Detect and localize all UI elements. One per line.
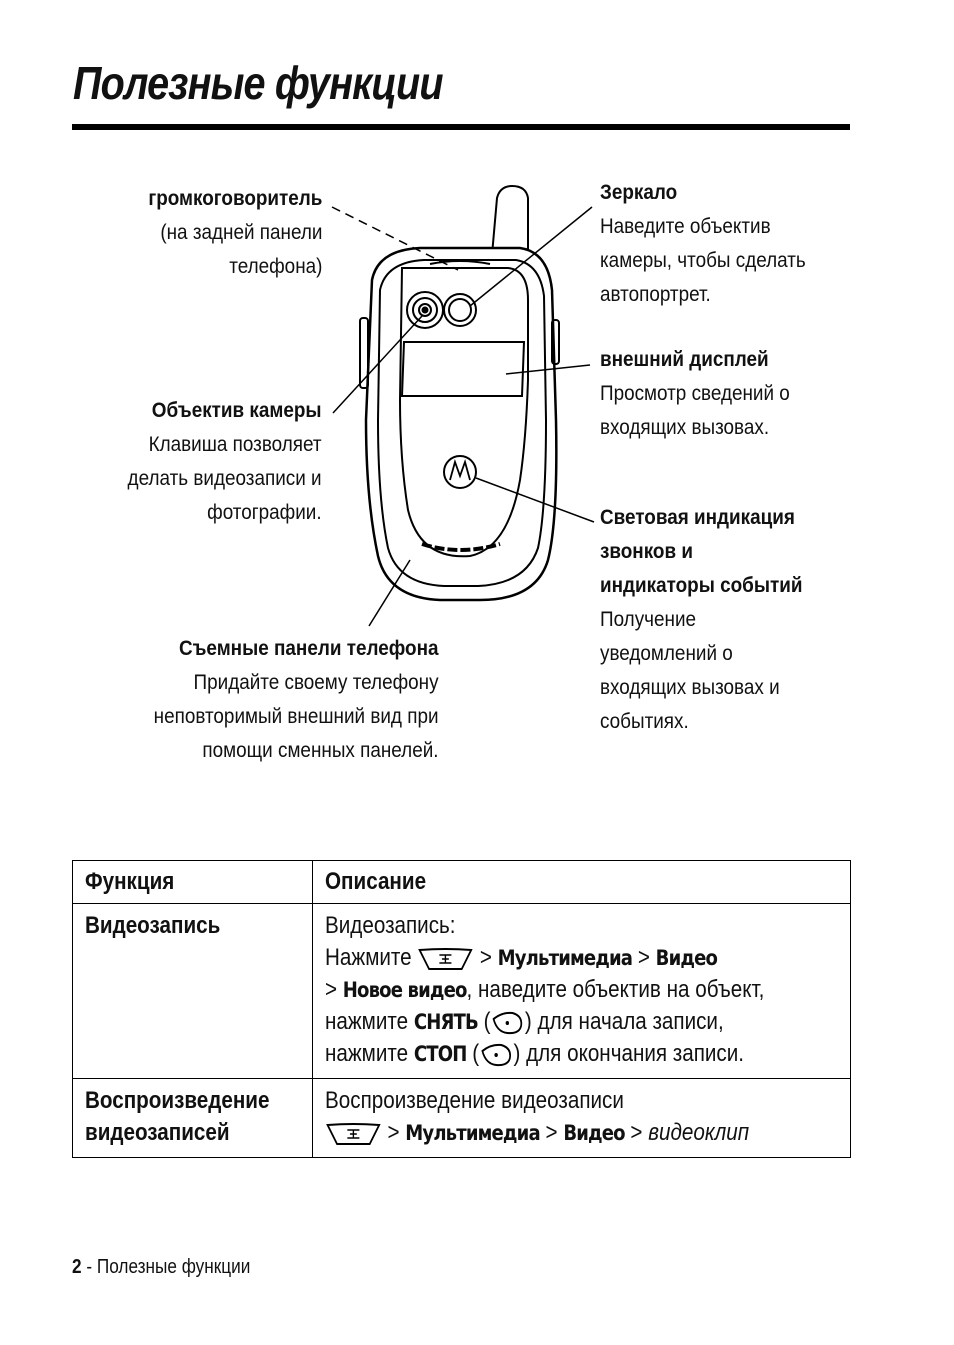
callout-heading: внешний дисплей	[600, 348, 769, 371]
mirror	[443, 293, 477, 327]
page-title: Полезные функции	[73, 57, 444, 109]
callout-line: автопортрет.	[600, 283, 711, 306]
softkey-label: СТОП	[413, 1042, 466, 1066]
callout-heading: громкоговоритель	[147, 187, 322, 210]
callout-mirror: Зеркало Наведите объектив камеры, чтобы …	[600, 176, 806, 312]
callout-heading: индикаторы событий	[600, 574, 803, 597]
callout-line: входящих вызовах и	[600, 676, 780, 699]
callout-line: неповторимый внешний вид при	[154, 705, 439, 728]
callout-line: камеры, чтобы сделать	[600, 249, 806, 272]
callout-covers: Съемные панели телефона Придайте своему …	[154, 632, 439, 768]
callout-camera: Объектив камеры Клавиша позволяет делать…	[128, 394, 322, 530]
callout-line: помощи сменных панелей.	[202, 739, 439, 762]
callout-line: уведомлений о	[600, 642, 733, 665]
callout-lights: Световая индикация звонков и индикаторы …	[600, 501, 802, 739]
callout-line: Просмотр сведений о	[600, 382, 790, 405]
page-footer: 2 - Полезные функции	[72, 1256, 251, 1278]
phone-illustration	[331, 184, 595, 627]
callout-display: внешний дисплей Просмотр сведений о вход…	[600, 343, 790, 445]
callout-line: Наведите объектив	[600, 215, 771, 238]
callout-line: (на задней панели	[159, 221, 322, 244]
menu-item: Видео	[562, 1121, 625, 1145]
menu-item: Видео	[655, 946, 717, 970]
callout-heading: Световая индикация	[600, 506, 795, 529]
front-panel	[398, 267, 529, 558]
callout-line: телефона)	[228, 255, 322, 278]
softkey-icon	[481, 1043, 511, 1066]
callout-heading: звонков и	[600, 540, 693, 563]
row-function: Видеозапись	[72, 903, 313, 1079]
table-header-row: Функция Описание	[72, 860, 851, 904]
callout-line: делать видеозаписи и	[127, 467, 322, 490]
callout-line: фотографии.	[207, 501, 322, 524]
menu-item-italic: видеоклип	[647, 1119, 749, 1146]
menu-item: Новое видео	[342, 978, 467, 1002]
menu-key-icon	[417, 947, 473, 970]
callout-heading: Съемные панели телефона	[179, 637, 440, 660]
desc-line: Видеозапись:	[324, 912, 456, 939]
menu-key-icon	[325, 1122, 381, 1145]
menu-item: Мультимедиа	[404, 1121, 540, 1145]
callout-speaker: громкоговоритель (на задней панели телеф…	[148, 182, 322, 284]
callout-heading: Зеркало	[600, 181, 678, 204]
page-number: 2	[72, 1256, 82, 1278]
motorola-logo	[443, 455, 477, 489]
row-description: Видеозапись: Нажмите > Мультимедиа > Вид…	[311, 903, 851, 1079]
row-description: Воспроизведение видеозаписи > Мультимеди…	[311, 1078, 851, 1158]
callout-line: событиях.	[600, 710, 689, 733]
header-function: Функция	[72, 860, 313, 904]
function-table: Функция Описание Видеозапись Видеозапись…	[72, 860, 851, 1158]
callout-heading: Объектив камеры	[152, 399, 322, 422]
softkey-icon	[492, 1011, 523, 1034]
row-function: Воспроизведение видеозаписей	[72, 1078, 313, 1158]
footer-section: Полезные функции	[96, 1256, 251, 1278]
menu-item: Мультимедиа	[497, 946, 632, 970]
softkey-label: СНЯТЬ	[413, 1010, 478, 1034]
title-rule	[72, 124, 850, 130]
callout-line: Получение	[600, 608, 697, 631]
callout-line: Клавиша позволяет	[148, 433, 322, 456]
header-description: Описание	[311, 860, 851, 904]
table-row: Воспроизведение видеозаписей Воспроизвед…	[72, 1078, 851, 1158]
antenna	[491, 184, 529, 262]
table-row: Видеозапись Видеозапись: Нажмите > Мульт…	[72, 903, 851, 1079]
callout-line: Придайте своему телефону	[194, 671, 439, 694]
callout-line: входящих вызовах.	[600, 416, 770, 439]
desc-line: Воспроизведение видеозаписи	[324, 1087, 624, 1114]
